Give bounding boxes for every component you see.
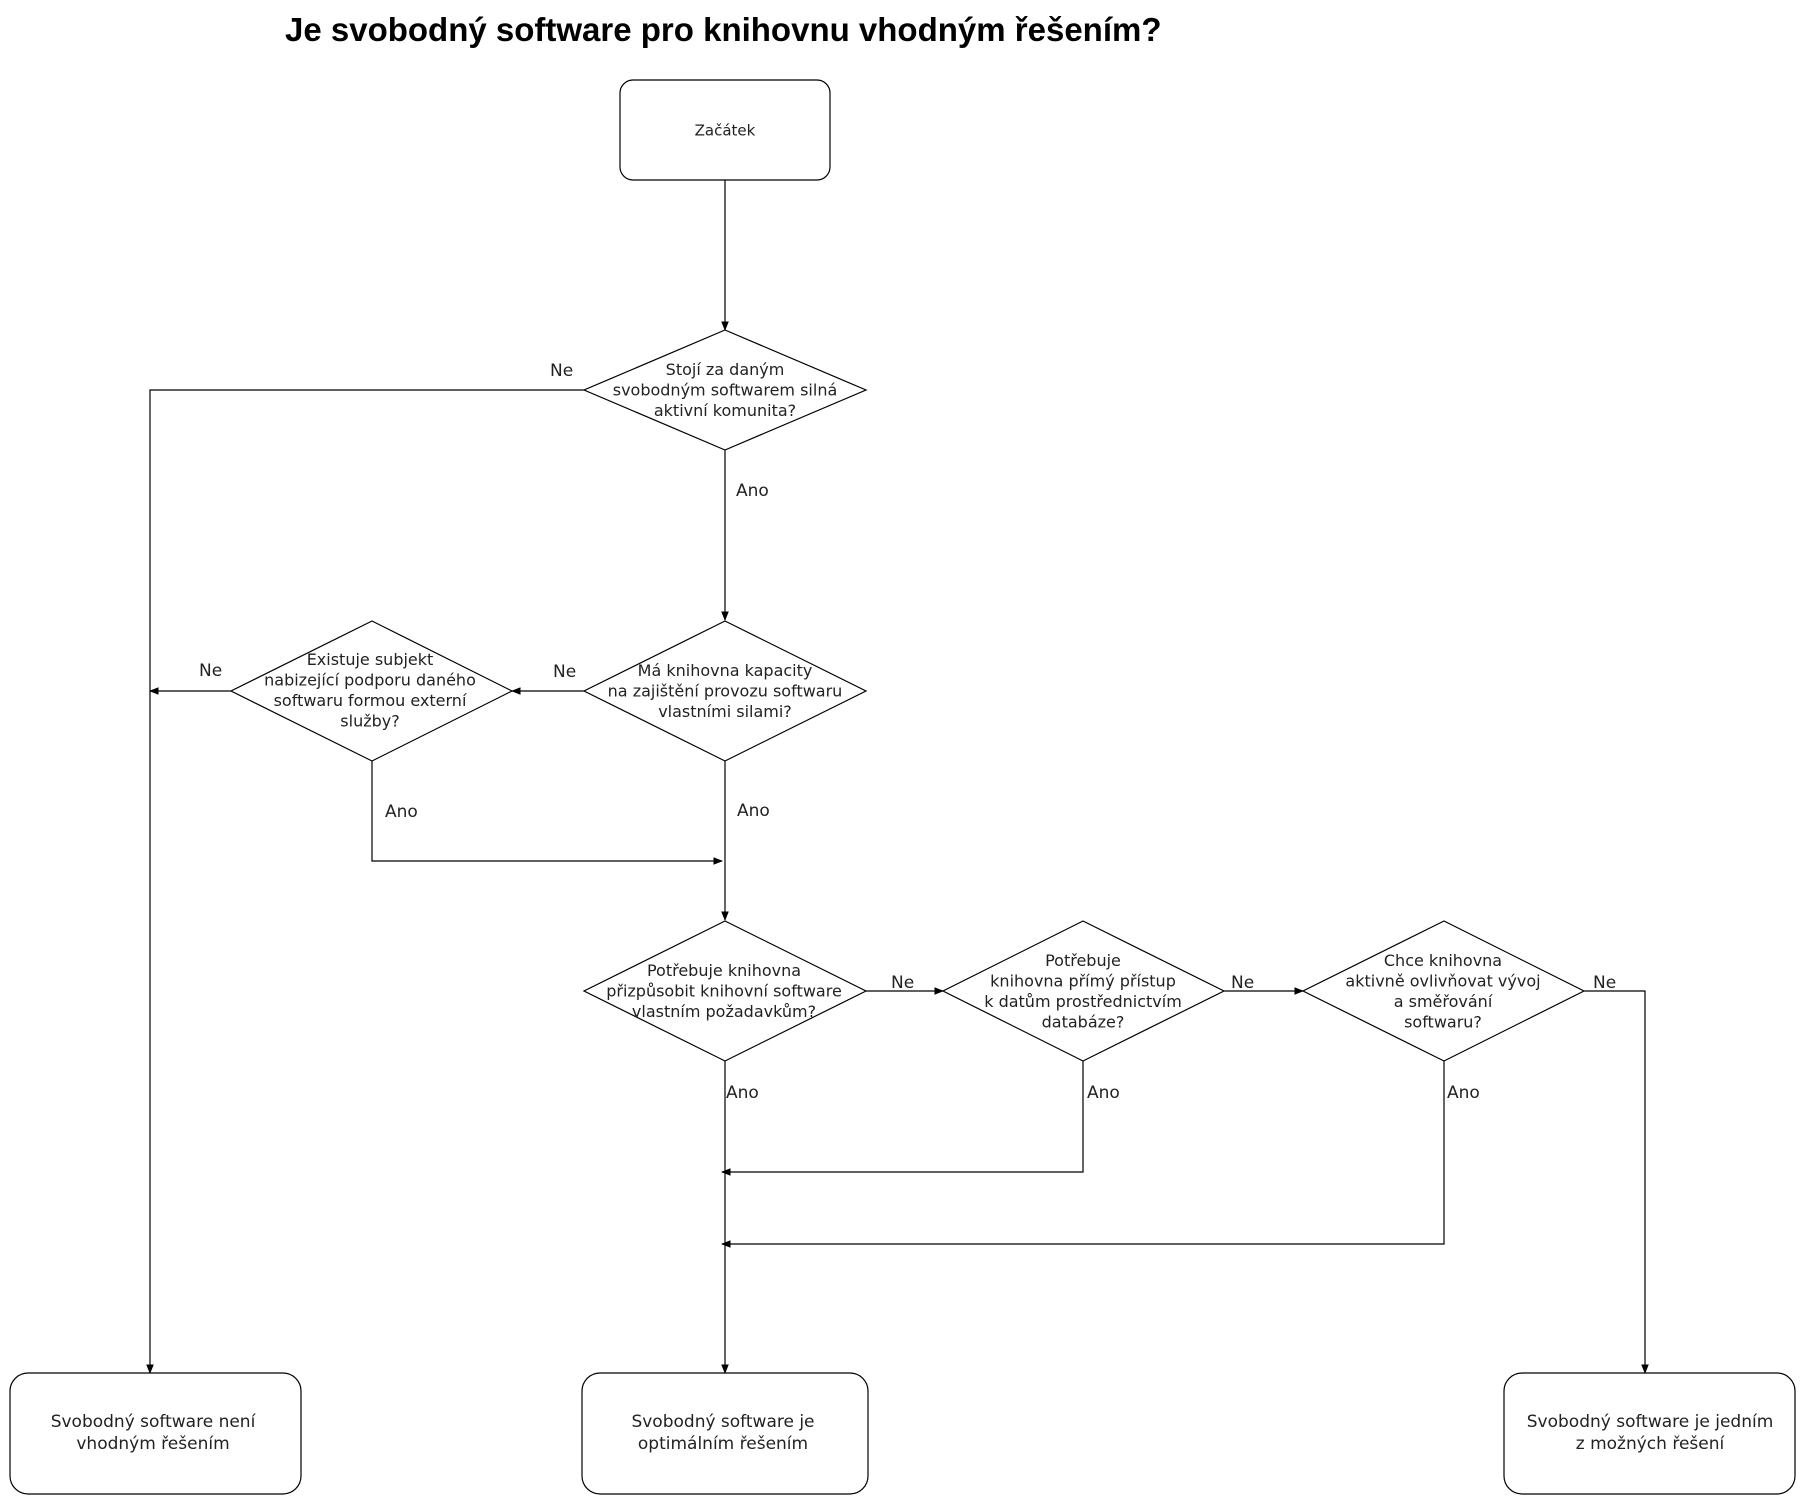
node-text-line: Potřebuje knihovna (647, 961, 801, 980)
node-text-line: a směřování (1394, 992, 1493, 1011)
node-text-line: aktivní komunita? (654, 401, 796, 420)
label-influence-yes: Ano (1447, 1083, 1480, 1103)
node-text-line: svobodným softwarem silná (613, 381, 838, 400)
node-text-line: databáze? (1042, 1012, 1125, 1031)
node-text-line: knihovna přímý přístup (990, 971, 1176, 990)
node-text-line: na zajištění provozu softwaru (608, 682, 843, 701)
label-influence-no: Ne (1593, 973, 1616, 993)
node-text-line: Existuje subjekt (307, 650, 434, 669)
node-text-line: k datům prostřednictvím (984, 992, 1182, 1011)
label-data-access-yes: Ano (1087, 1083, 1120, 1103)
edge-influence-no (1584, 990, 1649, 1374)
node-text-line: softwaru formou externí (274, 691, 467, 710)
node-text-line: Svobodný software je jedním (1527, 1412, 1774, 1432)
edge-labels: Ne Ano Ne Ne Ano Ano Ne Ne Ne Ano Ano An… (199, 361, 1616, 1103)
node-text-line: z možných řešení (1576, 1434, 1726, 1454)
label-community-yes: Ano (736, 481, 769, 501)
diagram-title: Je svobodný software pro knihovnu vhodný… (285, 11, 1162, 48)
decision-customize: Potřebuje knihovna přizpůsobit knihovní s… (582, 920, 868, 1062)
node-text-line: Začátek (695, 121, 756, 139)
node-text-line: Chce knihovna (1384, 951, 1502, 970)
node-text-line: Svobodný software není (51, 1412, 257, 1432)
node-text-line: nabizející podporu daného (264, 670, 476, 689)
start-node: Začátek (619, 79, 831, 181)
node-text-line: služby? (340, 711, 399, 730)
node-text-line: přizpůsobit knihovní software (606, 982, 842, 1001)
node-text-line: Potřebuje (1045, 951, 1121, 970)
edge-influence-yes (721, 1061, 1445, 1248)
label-capacity-no: Ne (553, 662, 576, 682)
node-text-line: vhodným řešením (76, 1434, 229, 1454)
label-external-no: Ne (199, 661, 222, 681)
node-text-line: Stojí za daným (666, 360, 785, 379)
node-text-line: aktivně ovlivňovat vývoj (1345, 971, 1540, 990)
node-text-line: vlastními silami? (658, 702, 792, 721)
edge-community-no (146, 389, 584, 1374)
node-text-line: optimálním řešením (638, 1434, 808, 1454)
label-community-no: Ne (550, 361, 573, 381)
label-data-access-no: Ne (1231, 973, 1254, 993)
node-text-line: Má knihovna kapacity (638, 661, 813, 680)
edges (146, 180, 1649, 1374)
edge-data-access-yes (721, 1061, 1084, 1176)
node-text-line: vlastním požadavkům? (632, 1002, 816, 1021)
label-customize-no: Ne (891, 973, 914, 993)
label-customize-yes: Ano (726, 1083, 759, 1103)
label-external-yes: Ano (385, 802, 418, 822)
decision-capacity-text: Má knihovna kapacity na zajištění provozu… (608, 661, 843, 721)
edge-external-yes (371, 761, 723, 865)
decision-customize-text: Potřebuje knihovna přizpůsobit knihovní s… (606, 961, 842, 1021)
label-capacity-yes: Ano (737, 801, 770, 821)
node-text-line: softwaru? (1404, 1012, 1482, 1031)
node-text-line: Svobodný software je (631, 1412, 814, 1432)
decision-capacity: Má knihovna kapacity na zajištění provozu… (582, 620, 868, 762)
start-node-text: Začátek (695, 121, 756, 139)
